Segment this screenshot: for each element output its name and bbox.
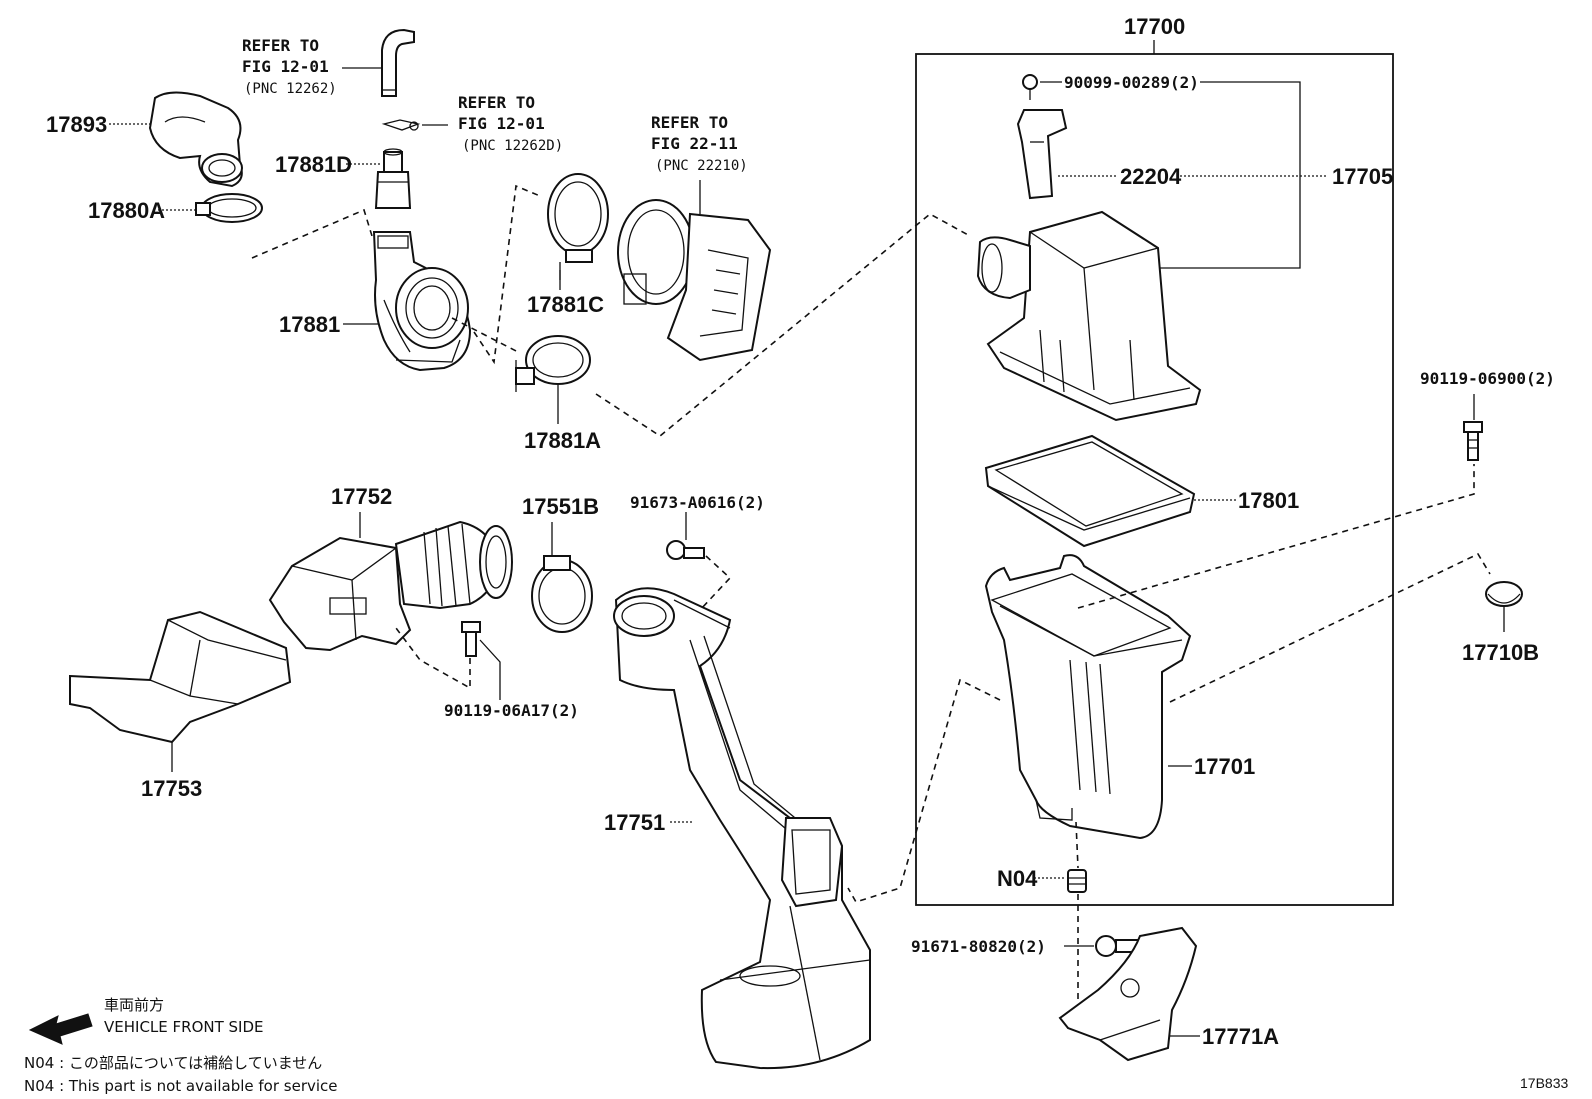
sensor-22204[interactable] bbox=[1016, 109, 1068, 200]
label-17752[interactable]: 17752 bbox=[331, 484, 392, 509]
tube-17881D[interactable] bbox=[374, 148, 412, 209]
label-17701[interactable]: 17701 bbox=[1194, 754, 1255, 779]
grommet-N04[interactable] bbox=[1067, 869, 1087, 893]
duct-17752[interactable] bbox=[268, 520, 513, 652]
label-17551B[interactable]: 17551B bbox=[522, 494, 599, 519]
ref3-line2: FIG 22-11 bbox=[651, 134, 738, 153]
front-arrow-icon bbox=[28, 1013, 93, 1045]
group-label-17700[interactable]: 17700 bbox=[1124, 14, 1185, 39]
ref1-line3: (PNC 12262) bbox=[244, 81, 337, 97]
ref2-line1: REFER TO bbox=[458, 93, 535, 112]
ref1-line1: REFER TO bbox=[242, 36, 319, 55]
label-N04[interactable]: N04 bbox=[997, 866, 1038, 891]
label-90119-06900[interactable]: 90119-06900(2) bbox=[1420, 369, 1555, 388]
filter-17801[interactable] bbox=[984, 434, 1196, 548]
ref2-line3: (PNC 12262D) bbox=[462, 138, 563, 154]
shield-17753[interactable] bbox=[69, 610, 292, 744]
label-17801[interactable]: 17801 bbox=[1238, 488, 1299, 513]
label-17880A[interactable]: 17880A bbox=[88, 198, 165, 223]
ref1-line2: FIG 12-01 bbox=[242, 57, 329, 76]
duct-17751[interactable] bbox=[613, 587, 871, 1070]
label-17771A[interactable]: 17771A bbox=[1202, 1024, 1279, 1049]
ref2-line2: FIG 12-01 bbox=[458, 114, 545, 133]
clamp-17551B[interactable] bbox=[531, 555, 593, 633]
label-22204[interactable]: 22204 bbox=[1120, 164, 1182, 189]
ref3-line1: REFER TO bbox=[651, 113, 728, 132]
label-91673-A0616[interactable]: 91673-A0616(2) bbox=[630, 493, 765, 512]
label-17751[interactable]: 17751 bbox=[604, 810, 665, 835]
label-17753[interactable]: 17753 bbox=[141, 776, 202, 801]
hose-17893[interactable] bbox=[148, 91, 243, 188]
ref3-line3: (PNC 22210) bbox=[655, 158, 748, 174]
label-17893[interactable]: 17893 bbox=[46, 112, 107, 137]
note-n04-jp: N04 : この部品については補給していません bbox=[24, 1054, 322, 1072]
clip-ref-12262D bbox=[381, 119, 421, 131]
case-17701[interactable] bbox=[984, 554, 1192, 840]
screw-90099-00289[interactable] bbox=[1022, 74, 1038, 100]
label-17881[interactable]: 17881 bbox=[279, 312, 340, 337]
bracket-17771A[interactable] bbox=[1058, 926, 1198, 1062]
diagram-code: 17B833 bbox=[1520, 1075, 1568, 1091]
clamp-17881C[interactable] bbox=[547, 173, 609, 280]
clamp-17880A[interactable] bbox=[195, 193, 263, 223]
bolt-90119-06A17[interactable] bbox=[461, 621, 481, 657]
hose-ref-12262 bbox=[381, 28, 415, 97]
front-label-jp: 車両前方 bbox=[104, 996, 164, 1014]
label-17881A[interactable]: 17881A bbox=[524, 428, 601, 453]
label-90119-06A17[interactable]: 90119-06A17(2) bbox=[444, 701, 579, 720]
note-n04-en: N04 : This part is not available for ser… bbox=[24, 1077, 338, 1095]
hose-17881[interactable] bbox=[372, 231, 472, 372]
label-90099-00289[interactable]: 90099-00289(2) bbox=[1064, 73, 1199, 92]
label-17881D[interactable]: 17881D bbox=[275, 152, 352, 177]
front-label-en: VEHICLE FRONT SIDE bbox=[104, 1018, 264, 1036]
bolt-91673-A0616[interactable] bbox=[666, 540, 705, 560]
label-17705[interactable]: 17705 bbox=[1332, 164, 1393, 189]
grommet-17710B[interactable] bbox=[1485, 581, 1523, 607]
cap-17705[interactable] bbox=[976, 210, 1202, 422]
clamp-17881A[interactable] bbox=[515, 335, 591, 392]
bolt-90119-06900[interactable] bbox=[1463, 421, 1483, 461]
label-17710B[interactable]: 17710B bbox=[1462, 640, 1539, 665]
label-17881C[interactable]: 17881C bbox=[527, 292, 604, 317]
throttle-body-22210 bbox=[617, 199, 772, 362]
label-91671-80820[interactable]: 91671-80820(2) bbox=[911, 937, 1046, 956]
